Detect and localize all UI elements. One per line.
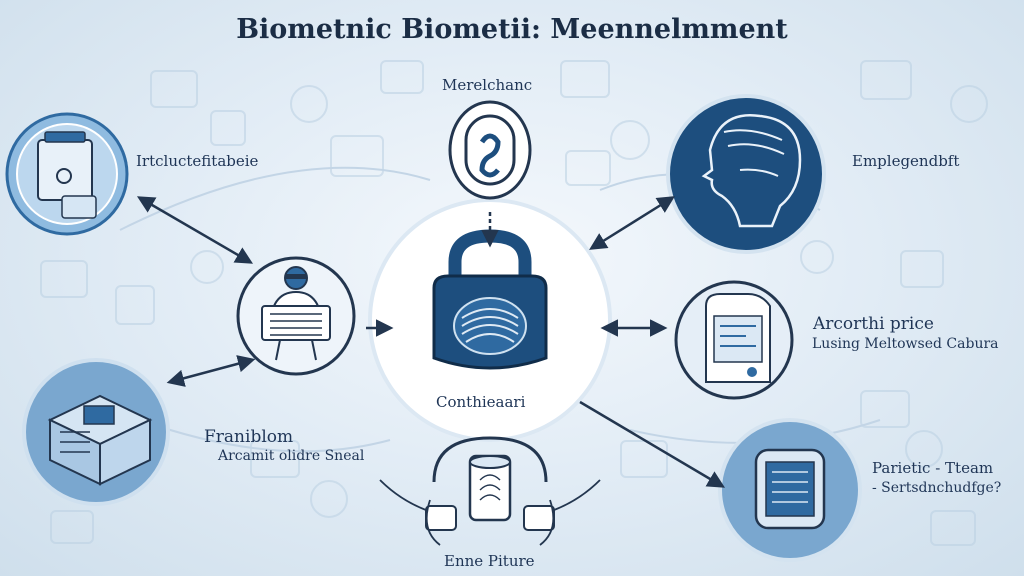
arrow-right-top [589, 196, 675, 250]
label-top: Merelchanc [442, 76, 533, 94]
background-circle-icon [310, 480, 348, 518]
label-left-bottom-line1: Franiblom [204, 427, 294, 447]
arrow-left-bottom [166, 355, 256, 387]
tablet-icon [718, 418, 862, 562]
scanner-device-icon [5, 112, 129, 236]
background-circle-icon [290, 85, 328, 123]
background-card-icon [380, 60, 424, 94]
background-card-icon [560, 60, 610, 98]
background-circle-icon [610, 120, 650, 160]
label-right-bottom-line2: - Sertsdnchudfge? [872, 480, 1002, 496]
background-card-icon [860, 390, 910, 428]
background-card-icon [150, 70, 198, 108]
diagram-title: Biometnic Biometii: Meennelmment [236, 14, 788, 45]
background-circle-icon [905, 430, 943, 468]
label-right-mid-line1: Arcorthi price [813, 314, 934, 334]
background-circle-icon [800, 240, 834, 274]
face-profile-icon [666, 94, 826, 254]
background-card-icon [115, 285, 155, 325]
fingerprint-icon [448, 100, 532, 200]
label-center: Conthieaari [436, 393, 526, 411]
background-card-icon [50, 510, 94, 544]
label-left-top: Irtcluctefitabeie [136, 152, 259, 170]
padlock-fingerprint-icon [432, 229, 548, 370]
background-card-icon [930, 510, 976, 546]
label-left-bottom-line2: Arcamit olidre Sneal [218, 448, 365, 464]
document-icon [674, 280, 794, 400]
arrow-right-bottom [579, 400, 726, 488]
arrow-left-top [136, 196, 254, 264]
background-card-icon [900, 250, 944, 288]
label-right-bottom-line1: Parietic - Tteam [872, 459, 994, 477]
label-right-top: Emplegendbft [852, 152, 960, 170]
person-scanner-icon [236, 256, 356, 376]
hand-scanner-icon [379, 436, 601, 546]
server-rack-icon [22, 358, 170, 506]
background-card-icon [250, 440, 300, 478]
background-card-icon [40, 260, 88, 298]
background-card-icon [565, 150, 611, 186]
background-card-icon [330, 135, 384, 177]
label-bottom: Enne Piture [444, 552, 535, 570]
background-card-icon [860, 60, 912, 100]
background-circle-icon [950, 85, 988, 123]
label-right-mid-line2: Lusing Meltowsed Cabura [812, 336, 999, 352]
background-card-icon [210, 110, 246, 146]
